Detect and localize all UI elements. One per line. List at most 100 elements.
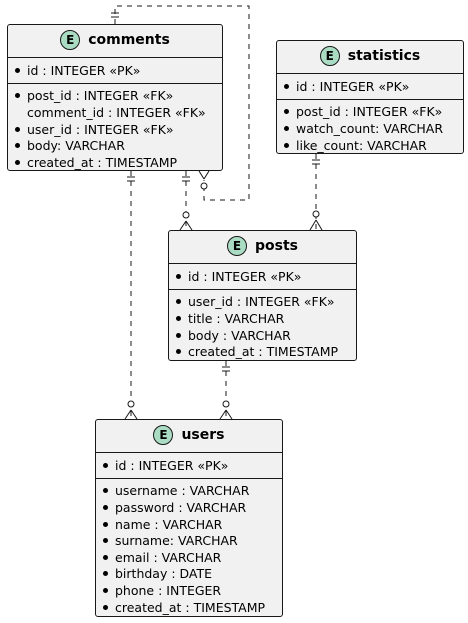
attribute-text: post_id : INTEGER «FK» [27, 88, 174, 104]
divider [169, 263, 356, 264]
attribute-row: created_at : TIMESTAMP [14, 154, 216, 171]
bullet-icon [176, 315, 181, 321]
bullet-icon [15, 93, 20, 99]
bullet-icon [15, 159, 20, 165]
bullet-icon [284, 125, 289, 131]
key-text: id : INTEGER «PK» [27, 62, 141, 78]
attribute-text: created_at : TIMESTAMP [27, 154, 178, 170]
entity-title: posts [255, 238, 298, 254]
bullet-icon [176, 273, 181, 279]
divider [8, 82, 222, 84]
rel-comments-posts [179, 171, 193, 231]
key-section: id : INTEGER «PK» [277, 75, 463, 99]
bullet-icon [103, 538, 108, 544]
attribute-row: email : VARCHAR [102, 549, 276, 566]
divider [277, 73, 463, 74]
divider [169, 288, 356, 290]
attribute-row: created_at : TIMESTAMP [175, 343, 350, 360]
bullet-icon [284, 142, 289, 148]
key-section: id : INTEGER «PK» [96, 454, 282, 478]
bullet-icon [176, 332, 181, 338]
attribute-section: post_id : INTEGER «FK»comment_id : INTEG… [8, 85, 222, 175]
key-text: id : INTEGER «PK» [188, 268, 302, 284]
divider [277, 98, 463, 100]
attribute-row: user_id : INTEGER «FK» [175, 294, 350, 311]
attribute-text: phone : INTEGER [115, 582, 222, 598]
attribute-row: name : VARCHAR [102, 516, 276, 533]
bullet-icon [103, 521, 108, 527]
key-text: id : INTEGER «PK» [296, 78, 410, 94]
bullet-icon [15, 143, 20, 149]
attribute-text: surname: VARCHAR [115, 533, 238, 549]
entity-icon: E [153, 425, 174, 445]
attribute-row: post_id : INTEGER «FK» [283, 104, 457, 121]
attribute-text: name : VARCHAR [115, 516, 223, 532]
attribute-text: created_at : TIMESTAMP [188, 344, 339, 360]
attribute-row: title : VARCHAR [175, 310, 350, 327]
divider [96, 452, 282, 453]
bullet-icon [103, 571, 108, 577]
attribute-text: watch_count: VARCHAR [296, 120, 444, 136]
key-section: id : INTEGER «PK» [8, 59, 222, 83]
attribute-text: body : VARCHAR [188, 327, 291, 343]
attribute-row: watch_count: VARCHAR [283, 120, 457, 137]
entity-title: comments [88, 32, 170, 48]
attribute-row: phone : INTEGER [102, 582, 276, 599]
key-row: id : INTEGER «PK» [14, 62, 216, 79]
rel-posts-users [219, 361, 233, 420]
bullet-icon [103, 604, 108, 610]
key-row: id : INTEGER «PK» [102, 457, 276, 474]
attribute-text: birthday : DATE [115, 566, 213, 582]
attribute-row: body: VARCHAR [14, 137, 216, 154]
key-text: id : INTEGER «PK» [115, 457, 229, 473]
bullet-icon [176, 299, 181, 305]
attribute-text: created_at : TIMESTAMP [115, 599, 266, 615]
divider [96, 477, 282, 479]
rel-comments-self [111, 5, 250, 201]
bullet-icon [176, 349, 181, 355]
attribute-row: surname: VARCHAR [102, 532, 276, 549]
bullet-icon [284, 83, 289, 89]
attribute-text: username : VARCHAR [115, 483, 250, 499]
key-row: id : INTEGER «PK» [175, 268, 350, 285]
entity-icon: E [227, 236, 247, 256]
attribute-text: comment_id : INTEGER «FK» [27, 104, 206, 120]
bullet-icon [103, 462, 108, 468]
attribute-row: comment_id : INTEGER «FK» [14, 104, 216, 121]
bullet-icon [103, 554, 108, 560]
entity-icon: E [319, 46, 340, 66]
attribute-text: body: VARCHAR [27, 138, 125, 154]
attribute-row: user_id : INTEGER «FK» [14, 121, 216, 138]
bullet-icon [103, 488, 108, 494]
attribute-row: post_id : INTEGER «FK» [14, 88, 216, 105]
attribute-text: like_count: VARCHAR [296, 137, 427, 153]
entity-icon: E [60, 30, 81, 50]
attribute-text: title : VARCHAR [188, 310, 285, 326]
attribute-row: body : VARCHAR [175, 327, 350, 344]
attribute-text: user_id : INTEGER «FK» [188, 294, 335, 310]
entity-title: statistics [347, 48, 421, 64]
bullet-icon [284, 109, 289, 115]
key-section: id : INTEGER «PK» [169, 265, 356, 289]
attribute-row: username : VARCHAR [102, 483, 276, 500]
attribute-text: post_id : INTEGER «FK» [296, 104, 443, 120]
attribute-row: password : VARCHAR [102, 499, 276, 516]
entity-title: users [181, 427, 225, 443]
attribute-row: birthday : DATE [102, 566, 276, 583]
key-row: id : INTEGER «PK» [283, 78, 457, 95]
bullet-icon [103, 504, 108, 510]
attribute-row: created_at : TIMESTAMP [102, 599, 276, 616]
attribute-section: post_id : INTEGER «FK»watch_count: VARCH… [277, 101, 463, 158]
bullet-icon [15, 67, 20, 73]
